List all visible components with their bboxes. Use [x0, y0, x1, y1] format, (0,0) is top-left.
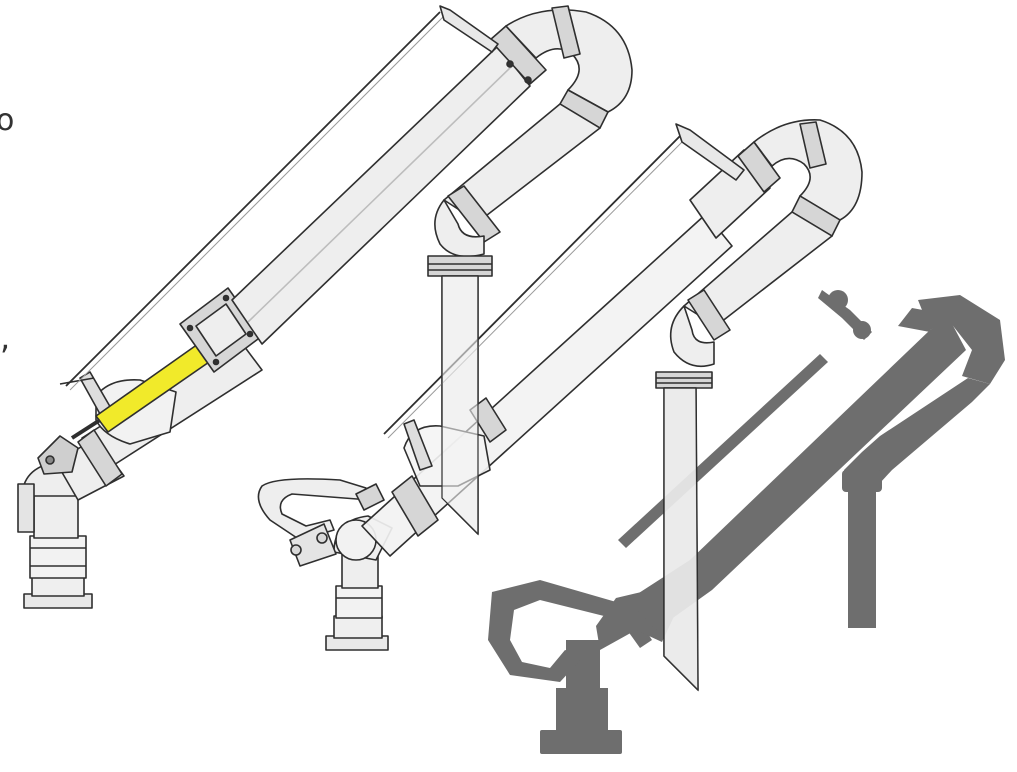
edge-glyph-o: o: [0, 103, 15, 138]
edge-glyph-comma: ,: [0, 319, 11, 357]
drop-pipe-overlay: [441, 275, 699, 692]
loading-arm-left: [17, 5, 633, 609]
